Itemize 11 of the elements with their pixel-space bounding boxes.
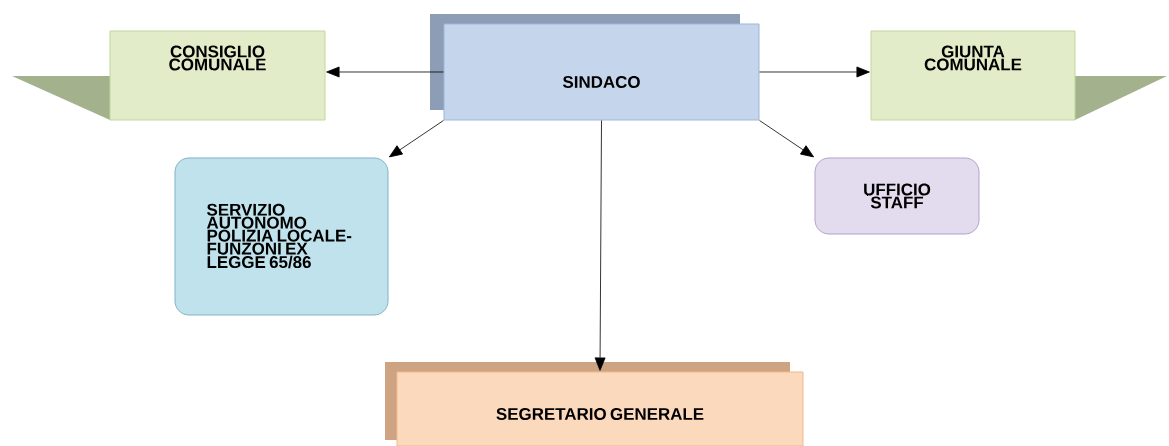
arrow [389, 120, 444, 158]
rounded-box: UFFICIO STAFF [814, 157, 980, 235]
arrow [759, 120, 814, 158]
process-box: SEGRETARIO GENERALE [396, 371, 804, 446]
process-box: GIUNTA COMUNALE [870, 30, 1076, 121]
process-box: CONSIGLIO COMUNALE [109, 30, 326, 121]
arrow [759, 66, 870, 78]
rounded-box: SERVIZIO AUTONOMO POLIZIA LOCALE- FUNZONI EX LEGGE 65/86 [174, 157, 389, 316]
arrow [594, 120, 606, 371]
process-box: SINDACO [443, 23, 760, 121]
arrow [326, 66, 444, 78]
